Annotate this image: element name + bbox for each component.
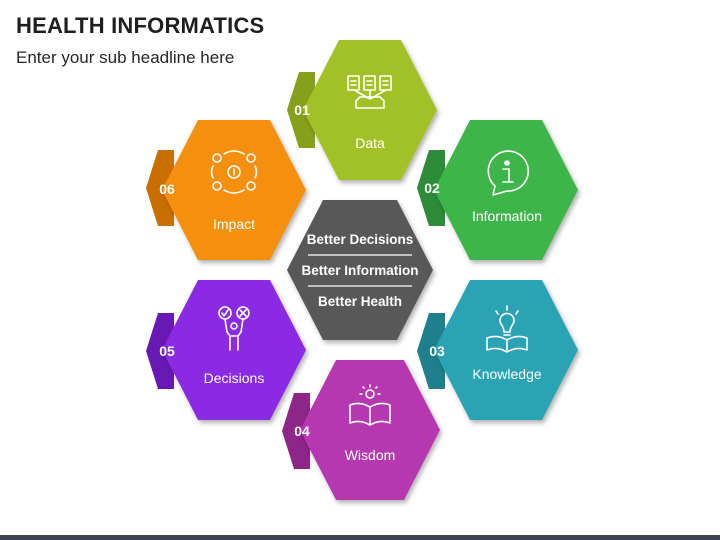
hex-shape-04 xyxy=(300,360,440,500)
open-book-lightbulb-icon xyxy=(486,305,528,353)
cycle-gears-icon xyxy=(210,150,258,194)
hex-number-06: 06 xyxy=(159,181,175,197)
hex-tab-06 xyxy=(146,150,174,226)
hex-number-02: 02 xyxy=(424,180,440,196)
hex-shape-03 xyxy=(434,280,578,420)
center-line-3: Better Health xyxy=(318,294,402,309)
hex-tab-04 xyxy=(282,393,310,469)
hex-tab-01 xyxy=(287,72,315,148)
hex-shape-02 xyxy=(434,120,578,260)
hex-number-05: 05 xyxy=(159,343,175,359)
info-speech-bubble-icon xyxy=(487,150,530,196)
hex-label-04: Wisdom xyxy=(345,447,396,463)
open-book-sun-icon xyxy=(349,384,391,426)
hex-item-decisions: 05 Decisions xyxy=(146,280,306,420)
hex-tab-05 xyxy=(146,313,174,389)
hex-label-05: Decisions xyxy=(204,370,265,386)
hex-tab-03 xyxy=(417,313,445,389)
documents-to-tray-icon xyxy=(347,75,392,109)
page-subtitle: Enter your sub headline here xyxy=(16,48,235,67)
hex-item-wisdom: 04 Wisdom xyxy=(282,360,440,500)
hex-item-information: 02 Information xyxy=(417,120,578,260)
hex-shape-01 xyxy=(303,40,437,180)
hex-item-impact: 06 Impact xyxy=(146,120,306,260)
center-line-1: Better Decisions xyxy=(307,232,414,247)
hex-shape-05 xyxy=(162,280,306,420)
hex-number-04: 04 xyxy=(294,423,310,439)
hex-shape-06 xyxy=(162,120,306,260)
center-hexagon-shape xyxy=(287,200,433,340)
hex-item-data: 01 Data xyxy=(287,40,437,180)
hex-label-02: Information xyxy=(472,208,542,224)
footer-bar xyxy=(0,535,720,540)
hex-label-03: Knowledge xyxy=(472,366,541,382)
person-check-cross-icon xyxy=(218,306,250,351)
center-hexagon: Better Decisions Better Information Bett… xyxy=(287,200,433,340)
hex-label-06: Impact xyxy=(213,216,255,232)
hex-tab-02 xyxy=(417,150,445,226)
hex-number-01: 01 xyxy=(294,102,310,118)
hex-item-knowledge: 03 Knowledge xyxy=(417,280,578,420)
center-line-2: Better Information xyxy=(301,263,418,278)
page-title: HEALTH INFORMATICS xyxy=(16,13,265,38)
hex-label-01: Data xyxy=(355,135,385,151)
hex-number-03: 03 xyxy=(429,343,445,359)
